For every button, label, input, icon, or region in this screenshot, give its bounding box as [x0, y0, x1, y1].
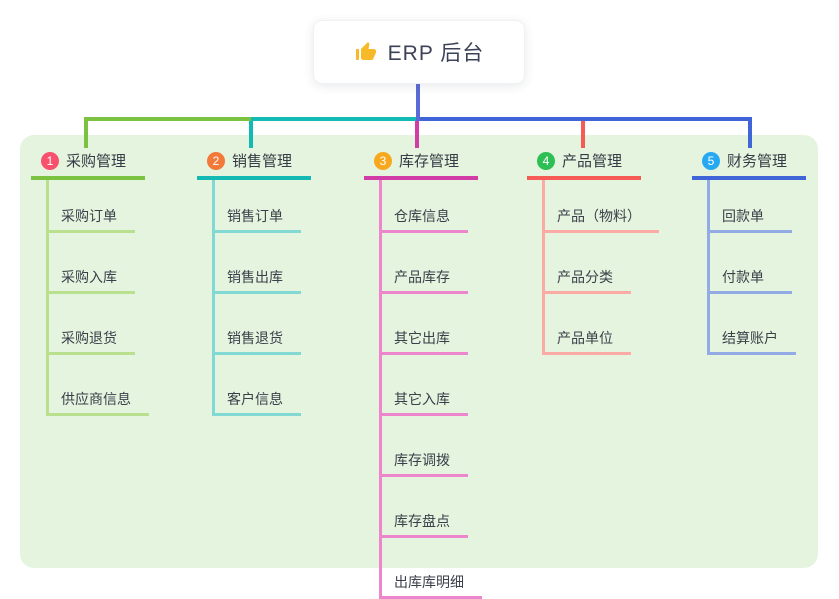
root-node-erp[interactable]: ERP 后台: [313, 20, 525, 84]
connector-bus-green: [84, 117, 253, 121]
branch-title-label: 产品管理: [562, 153, 623, 170]
node-outbound-detail[interactable]: 出库库明细: [382, 538, 482, 599]
branch-purchase-title[interactable]: 1 采购管理: [31, 150, 145, 180]
branch-product: 4 产品管理 产品（物料） 产品分类 产品单位: [527, 150, 659, 355]
branch-title-label: 财务管理: [727, 153, 788, 170]
connector-drop-branch-1: [84, 117, 88, 148]
branch-product-children: 产品（物料） 产品分类 产品单位: [542, 180, 659, 355]
connector-bus-teal: [251, 117, 419, 121]
branch-title-label: 库存管理: [399, 153, 460, 170]
node-customer-info[interactable]: 客户信息: [215, 355, 301, 416]
thumbs-up-icon: [354, 40, 378, 64]
node-product-unit[interactable]: 产品单位: [545, 294, 631, 355]
connector-bus-blue: [417, 117, 752, 121]
node-settlement-account[interactable]: 结算账户: [710, 294, 796, 355]
badge-5-icon: 5: [702, 151, 720, 170]
branch-title-label: 销售管理: [232, 153, 293, 170]
connector-drop-branch-3: [415, 117, 419, 148]
branch-inventory-children: 仓库信息 产品库存 其它出库 其它入库 库存调拨 库存盘点 出库库明细: [379, 180, 482, 599]
badge-4-icon: 4: [537, 151, 555, 170]
branch-finance: 5 财务管理 回款单 付款单 结算账户: [692, 150, 806, 355]
branch-purchase: 1 采购管理 采购订单 采购入库 采购退货 供应商信息: [31, 150, 149, 416]
branch-finance-children: 回款单 付款单 结算账户: [707, 180, 796, 355]
connector-drop-branch-4: [581, 117, 585, 148]
badge-2-icon: 2: [207, 151, 225, 170]
node-payment-bill[interactable]: 付款单: [710, 233, 792, 294]
node-sales-outbound[interactable]: 销售出库: [215, 233, 301, 294]
mindmap-canvas-panel: [20, 135, 818, 568]
root-node-label: ERP 后台: [387, 42, 485, 65]
branch-sales: 2 销售管理 销售订单 销售出库 销售退货 客户信息: [197, 150, 311, 416]
branch-product-title[interactable]: 4 产品管理: [527, 150, 641, 180]
node-stock-transfer[interactable]: 库存调拨: [382, 416, 468, 477]
node-purchase-order[interactable]: 采购订单: [49, 180, 135, 233]
node-other-outbound[interactable]: 其它出库: [382, 294, 468, 355]
node-receipt-bill[interactable]: 回款单: [710, 180, 792, 233]
node-purchase-return[interactable]: 采购退货: [49, 294, 135, 355]
branch-inventory: 3 库存管理 仓库信息 产品库存 其它出库 其它入库 库存调拨 库存盘点 出库库…: [364, 150, 482, 599]
connector-drop-branch-2: [249, 117, 253, 148]
branch-sales-title[interactable]: 2 销售管理: [197, 150, 311, 180]
node-other-inbound[interactable]: 其它入库: [382, 355, 468, 416]
branch-purchase-children: 采购订单 采购入库 采购退货 供应商信息: [46, 180, 149, 416]
node-warehouse-info[interactable]: 仓库信息: [382, 180, 468, 233]
node-sales-order[interactable]: 销售订单: [215, 180, 301, 233]
badge-3-icon: 3: [374, 151, 392, 170]
branch-finance-title[interactable]: 5 财务管理: [692, 150, 806, 180]
badge-1-icon: 1: [41, 151, 59, 170]
node-product-material[interactable]: 产品（物料）: [545, 180, 659, 233]
branch-title-label: 采购管理: [66, 153, 127, 170]
node-product-stock[interactable]: 产品库存: [382, 233, 468, 294]
connector-root-stem: [416, 84, 420, 121]
branch-sales-children: 销售订单 销售出库 销售退货 客户信息: [212, 180, 301, 416]
node-product-category[interactable]: 产品分类: [545, 233, 631, 294]
node-supplier-info[interactable]: 供应商信息: [49, 355, 149, 416]
connector-drop-branch-5: [748, 117, 752, 148]
node-stock-taking[interactable]: 库存盘点: [382, 477, 468, 538]
node-sales-return[interactable]: 销售退货: [215, 294, 301, 355]
branch-inventory-title[interactable]: 3 库存管理: [364, 150, 478, 180]
node-purchase-inbound[interactable]: 采购入库: [49, 233, 135, 294]
